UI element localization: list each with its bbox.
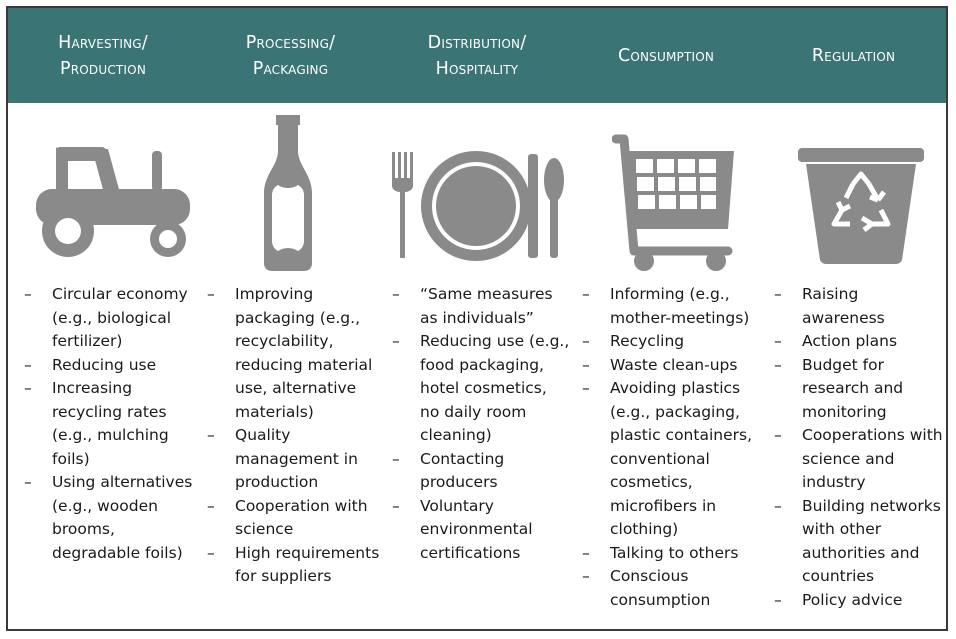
header-processing-label: Processing/ Packaging — [245, 32, 336, 79]
list-item: Cooperations with science and industry — [774, 424, 944, 495]
list-item: High requirements for suppliers — [207, 542, 385, 589]
list-item: Circular economy (e.g., biological ferti… — [24, 283, 202, 354]
header-consumption-label: Consumption — [617, 45, 715, 66]
list-item: Informing (e.g., mother-meetings) — [582, 283, 764, 330]
list-item: “Same measures as individuals” — [392, 283, 570, 330]
lists-area: Circular economy (e.g., biological ferti… — [8, 283, 946, 629]
list-item: Building networks with other authorities… — [774, 495, 944, 589]
header-processing: Processing/ Packaging — [198, 8, 383, 103]
list-harvesting: Circular economy (e.g., biological ferti… — [24, 283, 202, 565]
list-item: Budget for research and monitoring — [774, 354, 944, 425]
list-item: Reducing use (e.g., food packaging, hote… — [392, 330, 570, 448]
list-item: Reducing use — [24, 354, 202, 378]
list-distribution: “Same measures as individuals” Reducing … — [392, 283, 570, 565]
list-item: Using alternatives (e.g., wooden brooms,… — [24, 471, 202, 565]
header-consumption: Consumption — [571, 8, 761, 103]
figure-frame: Harvesting/ Production Processing/ Packa… — [6, 6, 948, 631]
list-item: Action plans — [774, 330, 944, 354]
recycle-bin-icon — [798, 148, 924, 264]
header-harvesting: Harvesting/ Production — [8, 8, 198, 103]
list-item: Waste clean-ups — [582, 354, 764, 378]
list-item: Cooperation with science — [207, 495, 385, 542]
list-processing: Improving packaging (e.g., recyclability… — [207, 283, 385, 589]
header-harvesting-label: Harvesting/ Production — [58, 32, 148, 79]
header-bar: Harvesting/ Production Processing/ Packa… — [8, 8, 946, 103]
list-item: Contacting producers — [392, 448, 570, 495]
list-consumption: Informing (e.g., mother-meetings) Recycl… — [582, 283, 764, 612]
list-item: Policy advice — [774, 589, 944, 613]
list-regulation: Raising awareness Action plans Budget fo… — [774, 283, 944, 612]
plate-cutlery-icon — [388, 146, 568, 266]
tractor-icon — [34, 143, 194, 263]
list-item: Increasing recycling rates (e.g., mulchi… — [24, 377, 202, 471]
header-distribution-label: Distribution/ Hospitality — [427, 32, 527, 79]
list-item: Avoiding plastics (e.g., packaging, plas… — [582, 377, 764, 542]
header-distribution: Distribution/ Hospitality — [383, 8, 571, 103]
list-item: Raising awareness — [774, 283, 944, 330]
list-item: Improving packaging (e.g., recyclability… — [207, 283, 385, 424]
list-item: Recycling — [582, 330, 764, 354]
list-item: Conscious consumption — [582, 565, 764, 612]
header-regulation: Regulation — [761, 8, 946, 103]
icon-row — [8, 108, 946, 278]
shopping-cart-icon — [612, 133, 736, 273]
list-item: Quality management in production — [207, 424, 385, 495]
bottle-icon — [260, 113, 316, 273]
header-regulation-label: Regulation — [811, 45, 896, 66]
list-item: Voluntary environmental certifications — [392, 495, 570, 566]
list-item: Talking to others — [582, 542, 764, 566]
